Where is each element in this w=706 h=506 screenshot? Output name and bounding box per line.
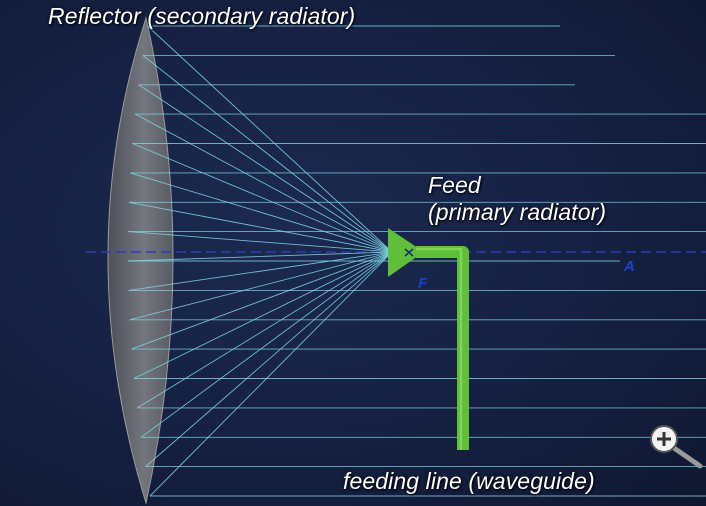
incident-ray bbox=[131, 251, 393, 350]
incident-ray bbox=[130, 172, 393, 253]
incident-ray bbox=[127, 251, 393, 262]
reflector-label: Reflector (secondary radiator) bbox=[48, 3, 356, 29]
incident-ray bbox=[132, 143, 393, 253]
feed-horn bbox=[388, 228, 418, 277]
waveguide-highlight bbox=[416, 247, 463, 450]
ray-group bbox=[127, 25, 706, 497]
feed-label: Feed (primary radiator) bbox=[428, 172, 606, 226]
feed-label-line2: (primary radiator) bbox=[428, 199, 607, 225]
focus-point-label: F bbox=[418, 275, 428, 292]
zoom-in-button[interactable] bbox=[648, 424, 704, 472]
waveguide bbox=[416, 246, 469, 450]
incident-ray bbox=[140, 251, 393, 438]
incident-ray bbox=[128, 231, 393, 253]
incident-ray bbox=[128, 201, 393, 253]
incident-ray bbox=[145, 251, 393, 467]
incident-ray bbox=[129, 251, 393, 321]
incident-ray bbox=[137, 251, 393, 409]
incident-ray bbox=[147, 25, 393, 253]
axis-point-label: A bbox=[624, 258, 635, 275]
zoom-in-magnifier-icon bbox=[650, 425, 703, 469]
feed-label-line1: Feed bbox=[428, 172, 481, 198]
feeding-line-label: feeding line (waveguide) bbox=[343, 468, 595, 494]
incident-ray bbox=[142, 55, 393, 253]
incident-ray bbox=[133, 251, 393, 379]
incident-ray bbox=[128, 251, 393, 291]
focus-point-marker bbox=[404, 248, 414, 257]
incident-ray bbox=[138, 84, 393, 253]
incident-ray bbox=[135, 113, 393, 253]
incident-ray bbox=[149, 251, 393, 497]
